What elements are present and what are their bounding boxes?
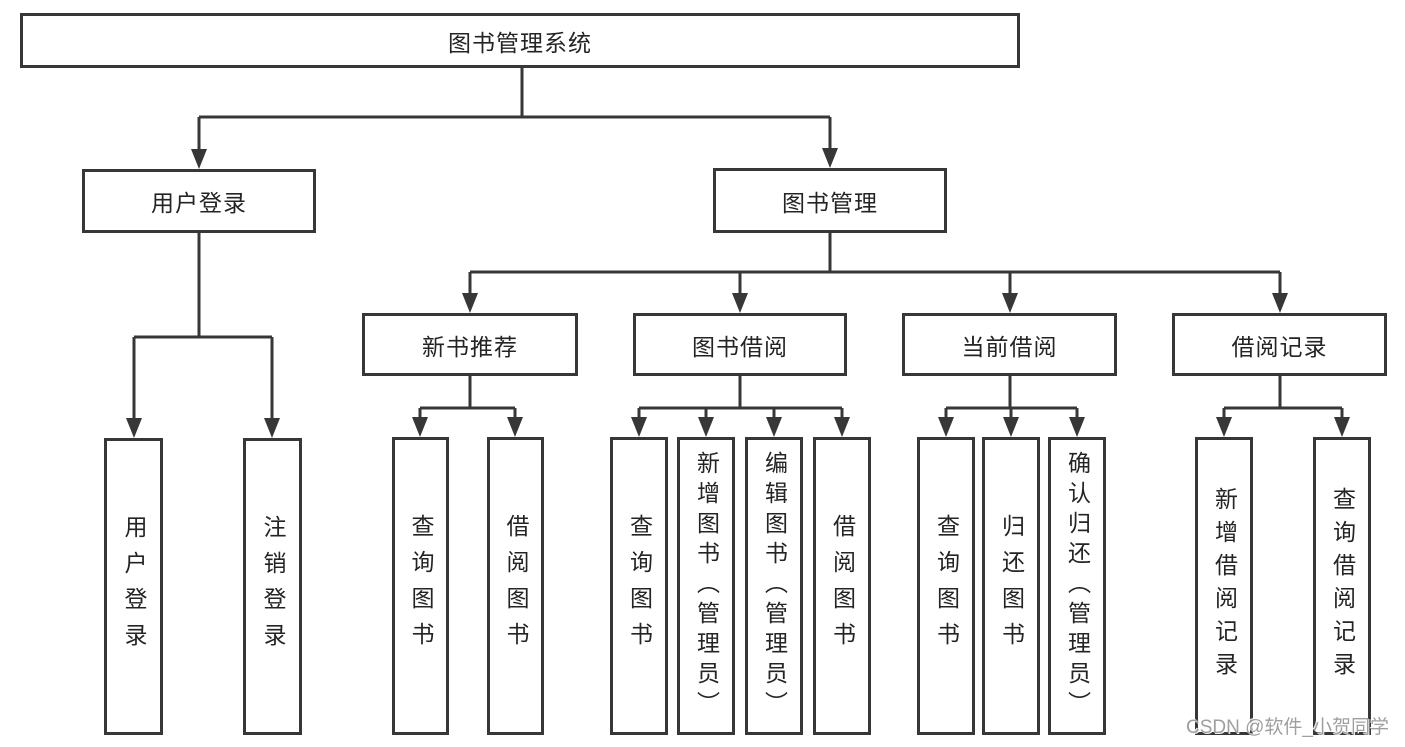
node-new-book-recommendation: 新书推荐 [362,313,578,376]
node-label: 当前借阅 [961,333,1058,360]
arrow-down-icon [462,293,478,313]
node-label: 用户登录 [151,190,247,216]
arrow-down-icon [1003,417,1019,437]
node-borrowing-records: 借阅记录 [1172,313,1387,376]
leaf-br-add-record: 新增借阅记录 [1195,437,1253,735]
connector-new-book-rec [418,376,517,420]
node-label: 借阅图书 [829,514,856,658]
arrow-down-icon [1002,293,1018,313]
leaf-cb-confirm-return-admin: 确认归还（管理员） [1048,437,1106,735]
leaf-cb-query-books: 查询图书 [917,437,975,735]
node-label: 归还图书 [998,514,1025,658]
connector-borrow-records [1222,376,1344,420]
node-label: 查询图书 [626,514,653,658]
node-label: 新书推荐 [422,333,518,360]
leaf-bb-edit-books-admin: 编辑图书（管理员） [745,437,803,735]
arrow-down-icon [264,418,280,438]
leaf-br-query-record: 查询借阅记录 [1313,437,1371,735]
node-label: 新增借阅记录 [1211,487,1238,685]
node-book-borrowing: 图书借阅 [633,313,847,376]
arrow-down-icon [191,149,207,169]
arrow-down-icon [412,417,428,437]
node-label: 查询借阅记录 [1329,487,1356,685]
arrow-down-icon [822,148,838,168]
arrow-down-icon [1272,293,1288,313]
leaf-cb-return-books: 归还图书 [982,437,1040,735]
watermark-text: CSDN @软件_小贺同学 [1186,717,1389,738]
connector-book-mgmt [468,233,1282,296]
connector-root [197,68,832,151]
node-current-borrowing: 当前借阅 [902,313,1117,376]
arrow-down-icon [126,418,142,438]
connector-book-borrow [637,376,844,420]
node-label: 图书管理 [782,189,878,216]
arrow-down-icon [507,417,523,437]
node-label: 查询图书 [933,514,960,658]
leaf-logout: 注销登录 [243,438,302,735]
leaf-rec-borrow-books: 借阅图书 [487,437,544,735]
leaf-user-login: 用户登录 [104,438,163,735]
arrow-down-icon [766,417,782,437]
arrow-down-icon [631,417,647,437]
arrow-down-icon [1334,417,1350,437]
connector-current-borrow [944,376,1079,420]
node-label: 新增图书（管理员） [693,451,720,721]
node-label: 用户登录 [121,514,147,659]
leaf-bb-add-books-admin: 新增图书（管理员） [677,437,735,735]
arrow-down-icon [698,417,714,437]
arrowheads [126,148,1350,438]
node-label: 借阅图书 [503,514,529,658]
node-label: 确认归还（管理员） [1064,451,1091,721]
node-user-login: 用户登录 [82,169,316,233]
arrow-down-icon [1216,417,1232,437]
arrow-down-icon [732,293,748,313]
node-library-management-system: 图书管理系统 [20,13,1020,68]
leaf-rec-query-books: 查询图书 [392,437,449,735]
node-label: 图书管理系统 [448,29,592,56]
node-label: 查询图书 [408,514,434,658]
node-book-management: 图书管理 [713,168,947,233]
node-label: 借阅记录 [1231,333,1328,360]
arrow-down-icon [1069,417,1085,437]
connector-user-login [132,233,274,420]
arrow-down-icon [834,417,850,437]
arrow-down-icon [938,417,954,437]
node-label: 注销登录 [260,514,286,659]
leaf-bb-borrow-books: 借阅图书 [813,437,871,735]
node-label: 编辑图书（管理员） [761,451,788,721]
connector-lines [132,68,1344,420]
leaf-bb-query-books: 查询图书 [610,437,668,735]
node-label: 图书借阅 [692,333,788,360]
